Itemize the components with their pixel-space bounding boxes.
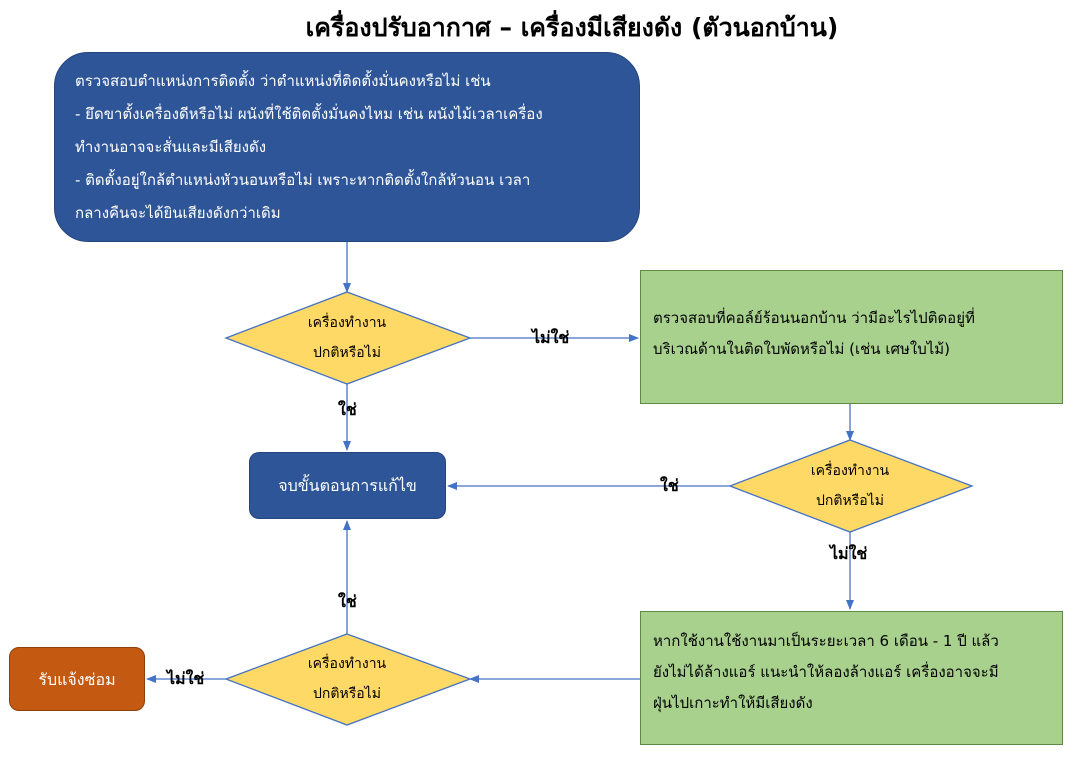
decision-diamond-1 <box>224 291 472 385</box>
edge-label-d1-yes: ใช่ <box>338 400 357 419</box>
start-step-box: ตรวจสอบตำแหน่งการติดตั้ง ว่าตำแหน่งที่ติ… <box>54 52 640 242</box>
edge-label-d1-no: ไม่ใช่ <box>532 328 570 347</box>
decision-3-line: เครื่องทำงาน <box>307 656 387 672</box>
decision-3-label: เครื่องทำงาน ปกติหรือไม่ <box>266 649 428 709</box>
start-step-line: - ยึดขาตั้งเครื่องดีหรือไม่ ผนังที่ใช้ติ… <box>75 105 543 123</box>
decision-diamond-2 <box>728 439 974 533</box>
start-step-line: - ติดตั้งอยู่ใกล้ตำแหน่งหัวนอนหรือไม่ เพ… <box>75 171 531 189</box>
edge-label-d3-no: ไม่ใช่ <box>167 669 205 688</box>
decision-1-line: เครื่องทำงาน <box>307 315 387 331</box>
end-step-box: จบขั้นตอนการแก้ไข <box>249 452 446 519</box>
clean-aircon-line: ยังไม่ได้ล้างแอร์ แนะนำให้ลองล้างแอร์ เค… <box>653 663 999 681</box>
check-condenser-line: บริเวณด้านในติดใบพัดหรือไม่ (เช่น เศษใบไ… <box>653 340 950 358</box>
edge-label-d2-no: ไม่ใช่ <box>830 544 868 563</box>
edge-label-d2-yes: ใช่ <box>660 476 679 495</box>
repair-request-box: รับแจ้งซ่อม <box>9 647 145 711</box>
start-step-line: ตรวจสอบตำแหน่งการติดตั้ง ว่าตำแหน่งที่ติ… <box>75 72 491 90</box>
decision-diamond-3 <box>224 633 472 726</box>
clean-aircon-line: ฝุ่นไปเกาะทำให้มีเสียงดัง <box>653 694 813 712</box>
edge-label-d3-yes: ใช่ <box>338 592 357 611</box>
clean-aircon-box: หากใช้งานใช้งานมาเป็นระยะเวลา 6 เดือน - … <box>640 611 1063 745</box>
decision-2-label: เครื่องทำงาน ปกติหรือไม่ <box>769 456 931 516</box>
clean-aircon-line: หากใช้งานใช้งานมาเป็นระยะเวลา 6 เดือน - … <box>653 632 999 650</box>
check-condenser-line: ตรวจสอบที่คอล์ย์ร้อนนอกบ้าน ว่ามีอะไรไปต… <box>653 309 975 327</box>
decision-2-line: ปกติหรือไม่ <box>816 493 884 509</box>
decision-1-line: ปกติหรือไม่ <box>313 345 381 361</box>
check-condenser-box: ตรวจสอบที่คอล์ย์ร้อนนอกบ้าน ว่ามีอะไรไปต… <box>640 270 1063 404</box>
decision-2-line: เครื่องทำงาน <box>810 463 890 479</box>
start-step-line: กลางคืนจะได้ยินเสียงดังกว่าเดิม <box>75 204 281 222</box>
start-step-line: ทำงานอาจจะสั่นและมีเสียงดัง <box>75 138 267 156</box>
decision-1-label: เครื่องทำงาน ปกติหรือไม่ <box>266 308 428 368</box>
diagram-title: เครื่องปรับอากาศ – เครื่องมีเสียงดัง (ตั… <box>305 13 839 42</box>
decision-3-line: ปกติหรือไม่ <box>313 686 381 702</box>
